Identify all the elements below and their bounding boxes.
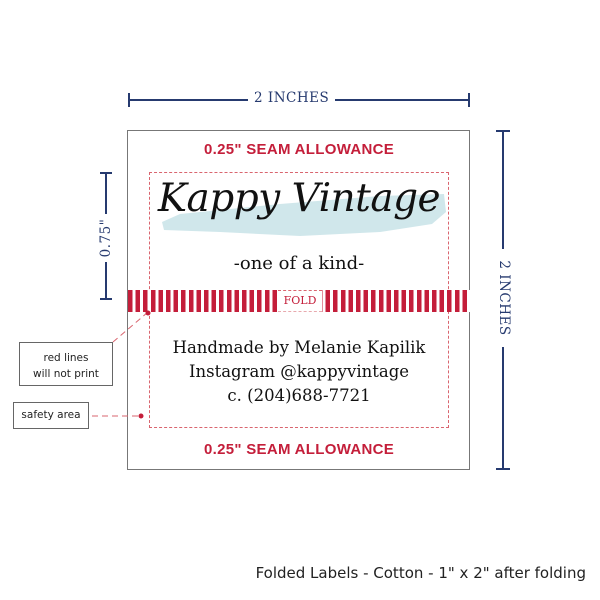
red-lines-callout-line1: red lines bbox=[43, 352, 89, 364]
fold-dim-tick-bottom bbox=[100, 298, 112, 300]
red-lines-leader-dot bbox=[145, 310, 151, 316]
seam-allowance-bottom: 0.25" SEAM ALLOWANCE bbox=[203, 441, 395, 458]
brand-name: Kappy Vintage bbox=[157, 176, 441, 221]
product-caption: Folded Labels - Cotton - 1" x 2" after f… bbox=[255, 564, 586, 582]
seam-allowance-top: 0.25" SEAM ALLOWANCE bbox=[203, 141, 395, 158]
info-line-maker: Handmade by Melanie Kapilik bbox=[172, 338, 426, 357]
safety-area-leader-dot bbox=[138, 413, 144, 419]
safety-area-callout-text: safety area bbox=[21, 409, 81, 421]
height-dim-tick-bottom bbox=[496, 468, 510, 470]
tagline: -one of a kind- bbox=[233, 253, 365, 274]
red-lines-callout: red lines will not print bbox=[19, 342, 113, 386]
red-lines-leader bbox=[112, 311, 149, 343]
info-line-phone: c. (204)688-7721 bbox=[227, 386, 371, 405]
width-dim-tick-right bbox=[468, 93, 470, 107]
fold-marker: FOLD bbox=[278, 290, 322, 312]
watercolor-swash bbox=[162, 194, 446, 236]
safety-area-callout: safety area bbox=[13, 402, 89, 429]
info-line-instagram: Instagram @kappyvintage bbox=[188, 362, 410, 381]
width-dim-label: 2 INCHES bbox=[248, 90, 336, 106]
red-lines-callout-line2: will not print bbox=[33, 368, 99, 380]
